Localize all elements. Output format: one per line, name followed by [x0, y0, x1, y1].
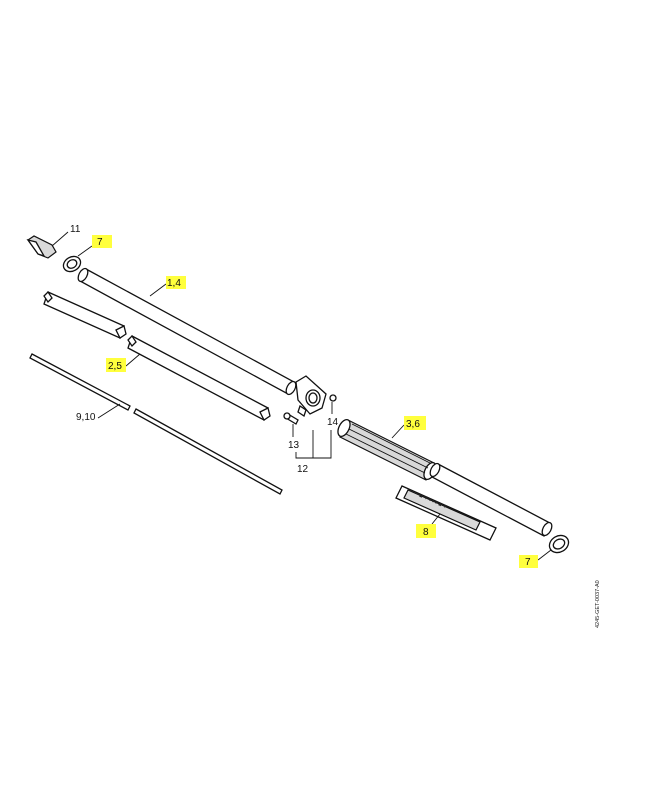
part-lower-tube [429, 462, 553, 537]
label-3-6: 3,6 [406, 419, 420, 430]
part-13-screw [283, 412, 299, 425]
bracket-12 [295, 430, 332, 459]
label-7-bottom: 7 [525, 557, 531, 568]
part-12-clamp [295, 375, 327, 418]
label-9-10: 9,10 [76, 412, 96, 423]
part-7-sleeve-bottom [548, 534, 570, 554]
label-7-top: 7 [97, 237, 103, 248]
highlight-1-4 [166, 276, 186, 289]
part-9-10-drive-shaft [29, 353, 283, 495]
leader-7-bottom [537, 549, 552, 561]
leader-11 [51, 231, 69, 247]
highlight-7-bottom [519, 555, 538, 568]
drawing-code: 4245-GET-0037-A0 [595, 580, 601, 628]
leader-2-5 [125, 353, 141, 367]
label-11: 11 [70, 224, 81, 235]
leader-9-10 [97, 403, 121, 419]
highlight-7-top [92, 235, 112, 248]
part-14-nut [329, 394, 337, 402]
leader-8 [431, 513, 441, 525]
part-7-sleeve-top [62, 255, 82, 273]
label-8: 8 [423, 527, 429, 538]
label-2-5: 2,5 [108, 361, 122, 372]
label-12: 12 [297, 464, 309, 475]
label-13: 13 [288, 440, 300, 451]
highlight-2-5 [106, 358, 126, 372]
leader-7-top [77, 245, 93, 257]
label-14: 14 [327, 417, 339, 428]
leader-3-6 [391, 424, 405, 439]
part-11-end-plug [26, 235, 57, 259]
part-2-5-liner [43, 290, 271, 421]
highlight-3-6 [404, 416, 426, 430]
leader-1-4 [149, 283, 167, 297]
part-8-decal: ▲▼●●●▲▼ [395, 485, 497, 541]
highlight-8 [416, 524, 436, 538]
part-1-4-drive-tube [77, 267, 297, 396]
label-1-4: 1,4 [167, 278, 181, 289]
